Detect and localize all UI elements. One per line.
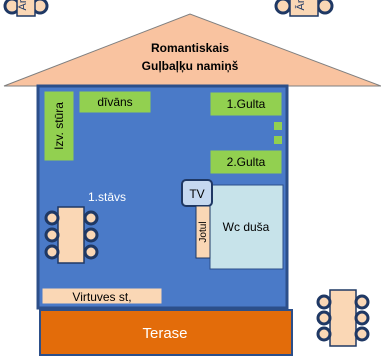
terrace-label: Terase bbox=[142, 325, 187, 342]
outdoor-label-right: Ār bbox=[295, 0, 307, 11]
stove-label: Jotul bbox=[198, 221, 209, 242]
bed-1 bbox=[209, 91, 283, 117]
nightstand-2 bbox=[274, 136, 282, 144]
corner-label: Izv. stūra bbox=[52, 102, 66, 150]
bed-2 bbox=[209, 149, 283, 175]
bathroom-label: Wc duša bbox=[223, 220, 270, 234]
tv-label: TV bbox=[189, 187, 204, 201]
dining-table bbox=[44, 206, 99, 264]
house-title-line2: Guļbaļķu namiņš bbox=[142, 59, 239, 73]
kitchen-label: Virtuves st, bbox=[72, 290, 131, 304]
outdoor-table-top-right: Ār bbox=[274, 0, 334, 17]
bed-1-label: 1.Gulta bbox=[227, 97, 266, 111]
outdoor-table-bottom-right bbox=[316, 289, 370, 347]
sofa-label: dīvāns bbox=[97, 95, 132, 109]
outdoor-label-left: Ār bbox=[17, 0, 29, 11]
stove bbox=[195, 205, 211, 259]
nightstand-1 bbox=[274, 122, 282, 130]
sofa bbox=[78, 90, 152, 114]
floor-label: 1.stāvs bbox=[88, 190, 126, 204]
bathroom bbox=[209, 184, 284, 270]
corner-seat bbox=[43, 90, 75, 162]
bed-2-label: 2.Gulta bbox=[227, 155, 266, 169]
terrace bbox=[39, 309, 293, 356]
kitchen-counter bbox=[41, 287, 163, 305]
house-title-line1: Romantiskais bbox=[151, 41, 229, 55]
outdoor-table-top-left: Ār bbox=[3, 0, 49, 17]
